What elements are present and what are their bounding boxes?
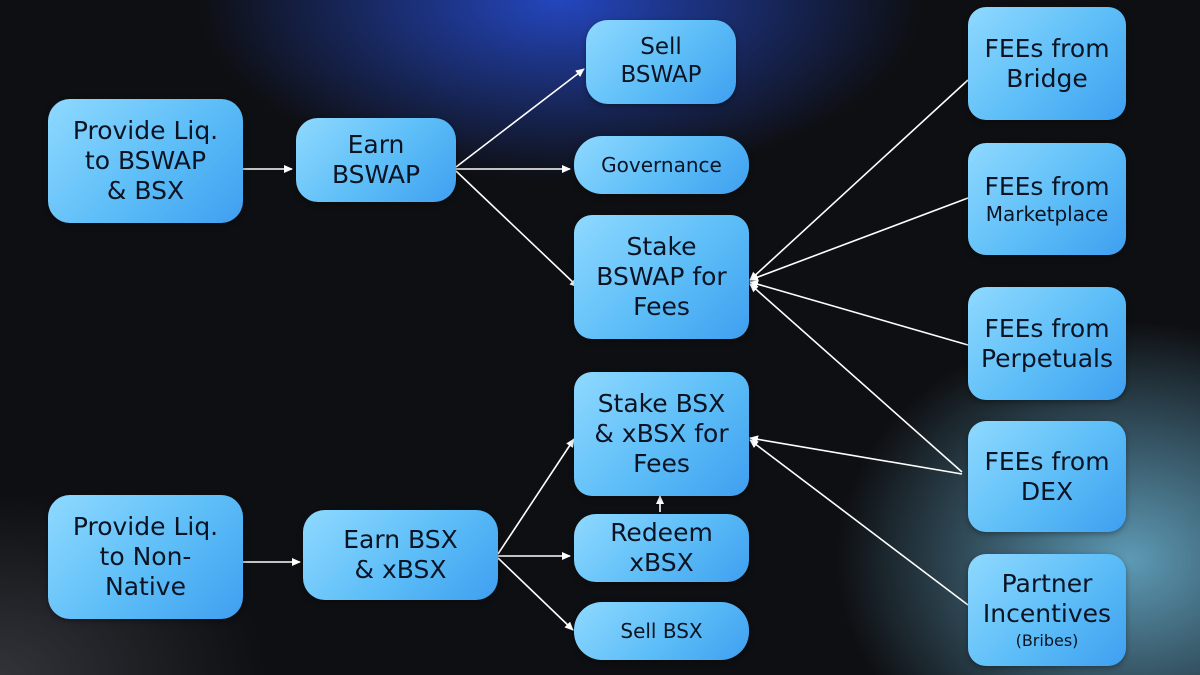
arrow-partner-to-stake-bsx xyxy=(749,439,969,606)
arrow-dex-to-stake-bswap xyxy=(749,283,963,473)
provide-liq-bswap-box: Provide Liq. to BSWAP & BSX xyxy=(48,99,243,223)
arrow-dex-to-stake-bsx xyxy=(749,435,963,475)
stake-bswap-box: Stake BSWAP for Fees xyxy=(574,215,749,339)
arrow-bridge-to-stake-bswap xyxy=(749,79,969,281)
arrow-earn-bswap-to-stake xyxy=(455,170,579,288)
governance-box: Governance xyxy=(574,136,749,194)
fees-perpetuals-box: FEEs from Perpetuals xyxy=(968,287,1126,400)
sell-bswap-box: Sell BSWAP xyxy=(586,20,736,104)
fees-marketplace-box: FEEs from Marketplace xyxy=(968,143,1126,255)
earn-bswap-box: Earn BSWAP xyxy=(296,118,456,202)
earn-bsx-box: Earn BSX & xBSX xyxy=(303,510,498,600)
stake-bsx-box: Stake BSX & xBSX for Fees xyxy=(574,372,749,496)
fees-bridge-box: FEEs from Bridge xyxy=(968,7,1126,120)
redeem-xbsx-box: Redeem xBSX xyxy=(574,514,749,582)
arrow-earn-bsx-to-sell xyxy=(497,557,574,631)
arrow-earn-bsx-to-stake xyxy=(497,438,575,555)
arrow-perpetuals-to-stake-bswap xyxy=(749,280,969,346)
arrow-marketplace-to-stake-bswap xyxy=(749,197,969,281)
provide-liq-nonnative-box: Provide Liq. to Non- Native xyxy=(48,495,243,619)
arrow-earn-bswap-to-sell xyxy=(455,68,585,168)
sell-bsx-box: Sell BSX xyxy=(574,602,749,660)
fees-dex-box: FEEs from DEX xyxy=(968,421,1126,532)
partner-incentives-box: Partner Incentives (Bribes) xyxy=(968,554,1126,666)
